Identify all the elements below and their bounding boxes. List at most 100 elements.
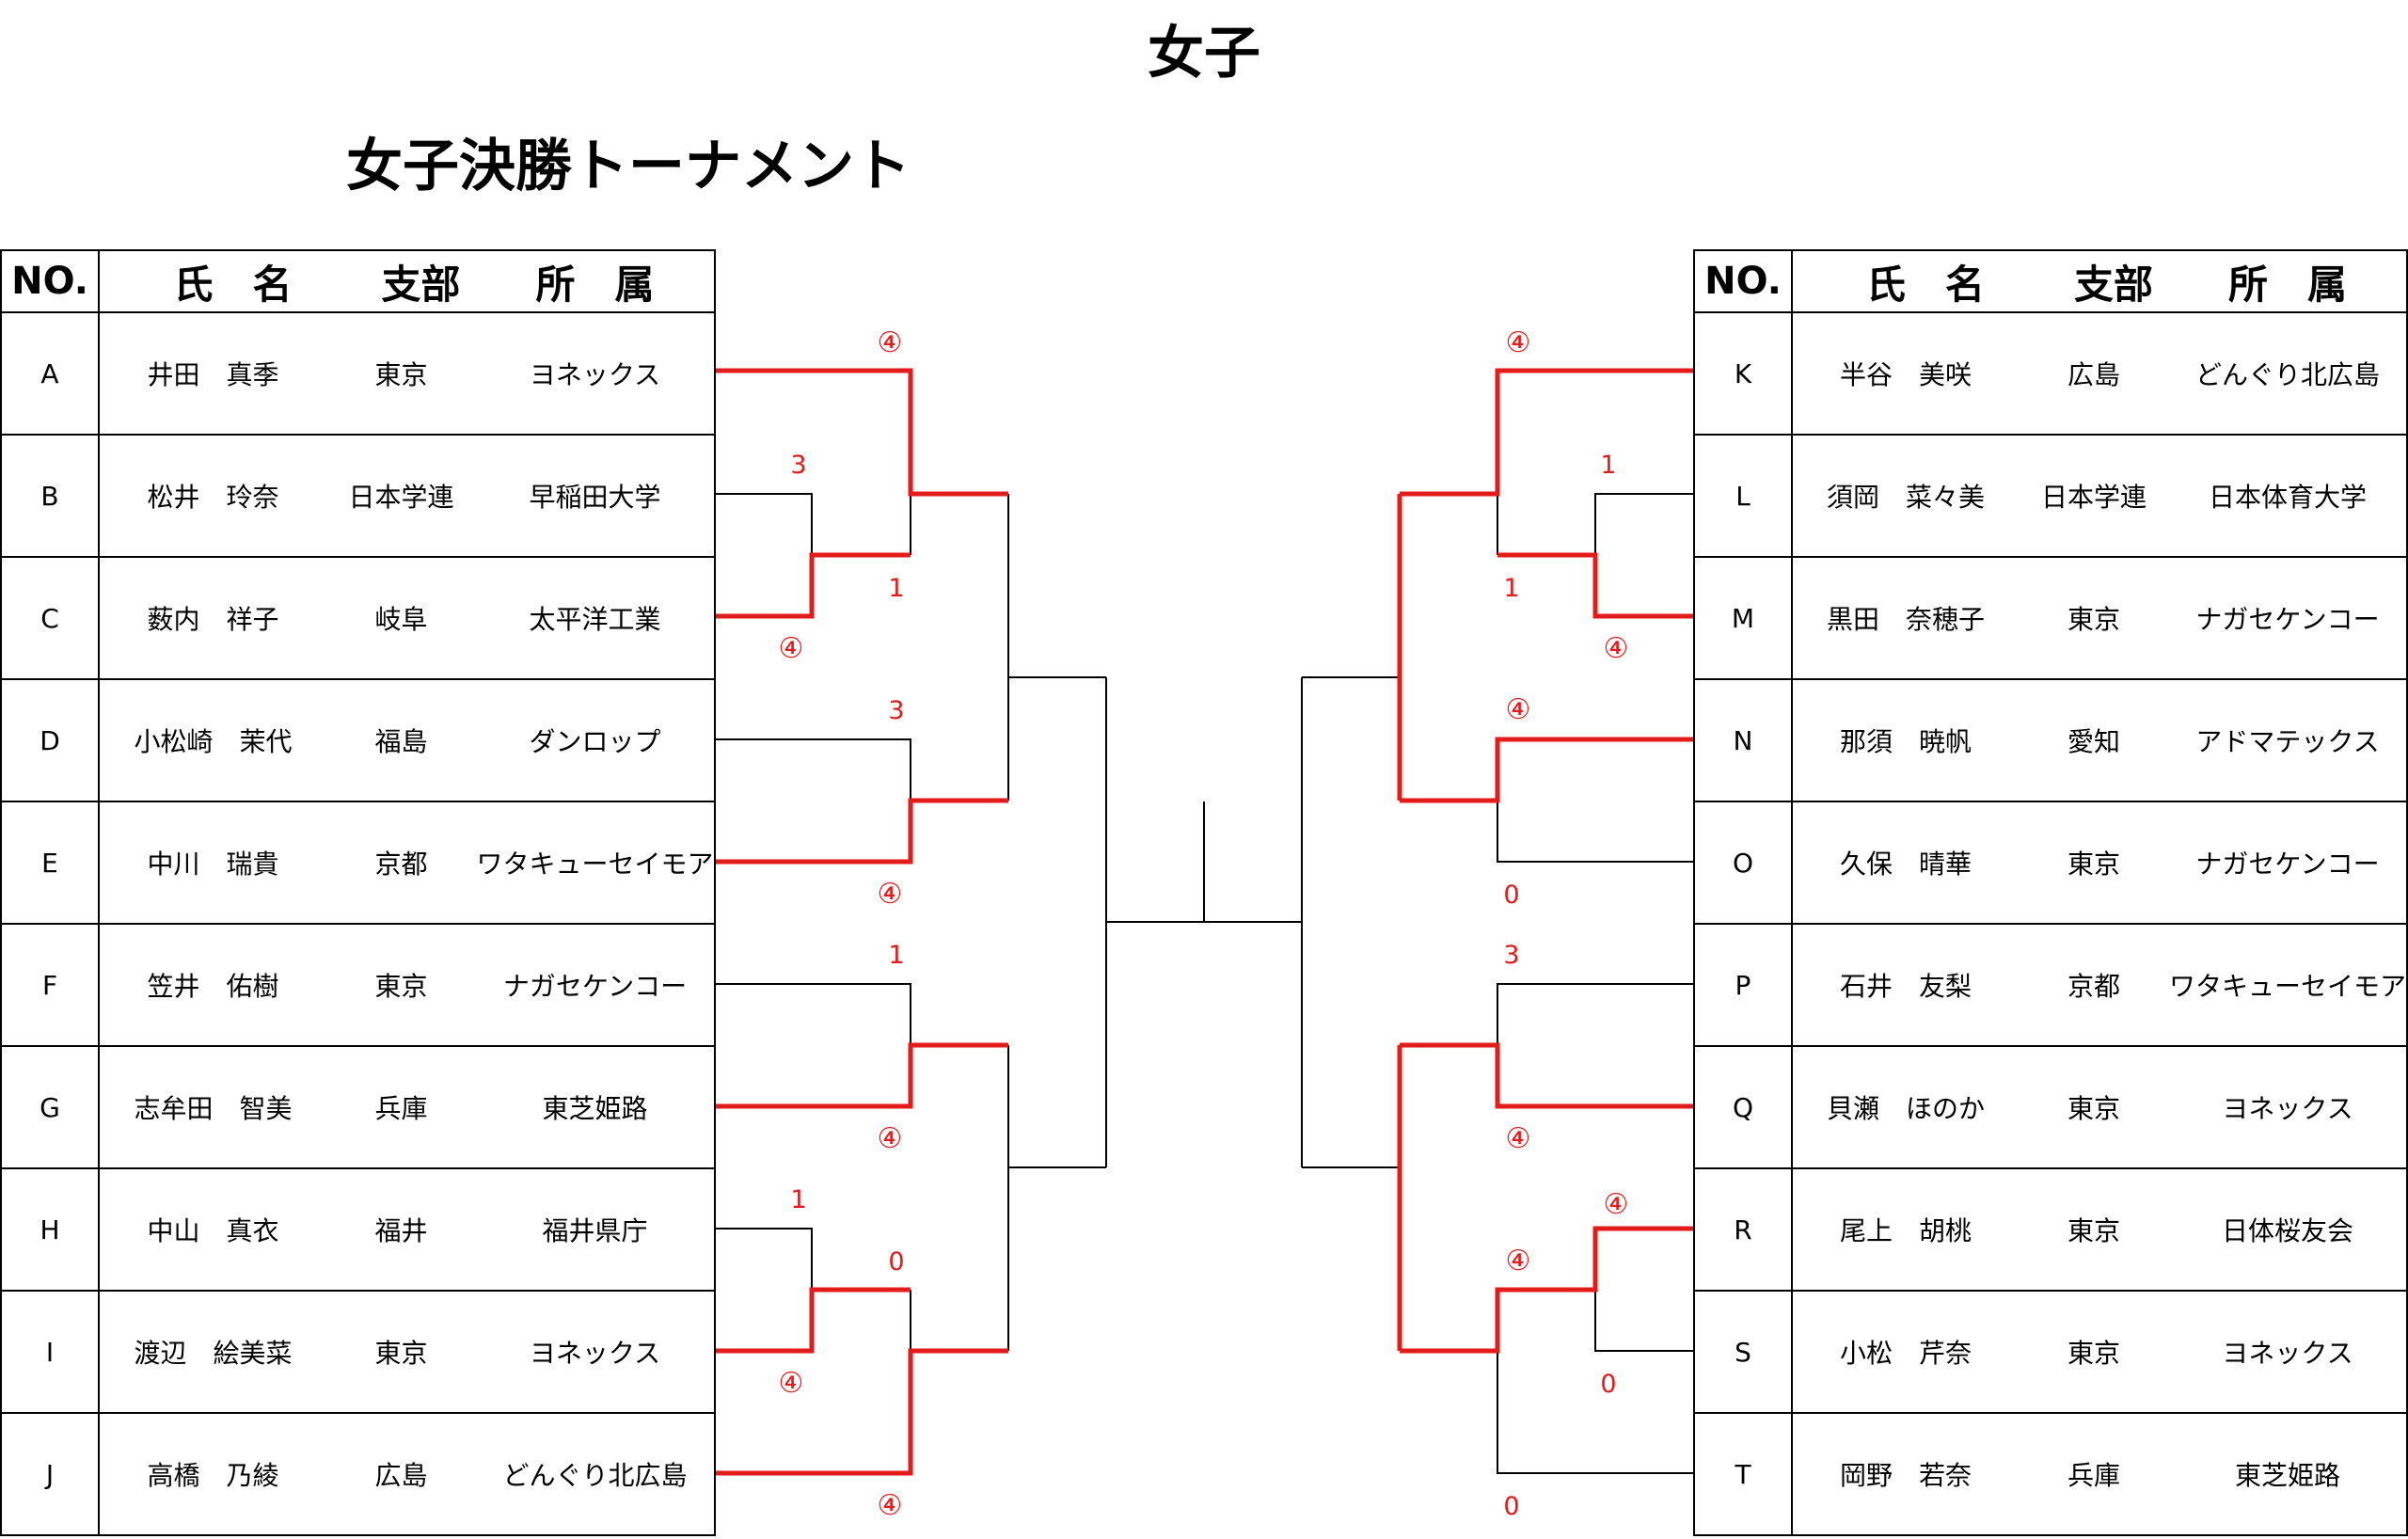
score-right-klm-bottom: 1 <box>1503 574 1519 603</box>
entry-info: 井田 真季東京ヨネックス <box>98 311 716 436</box>
score-left-hi-top: 1 <box>790 1185 806 1214</box>
entry-name: 志牟田 智美 <box>134 1093 293 1124</box>
entry-no: B <box>0 434 100 558</box>
win-c <box>714 552 911 619</box>
entry-no: E <box>0 801 100 925</box>
entry-affiliation: 日本体育大学 <box>2208 482 2367 513</box>
bracket-lines-plain <box>714 371 1693 1474</box>
line-f <box>714 983 911 1045</box>
entry-affiliation: 日体桜友会 <box>2221 1215 2353 1246</box>
entry-affiliation: ヨネックス <box>529 1338 661 1369</box>
entry-dept: 広島 <box>374 1460 428 1491</box>
table-header: NO. 氏 名支部所 属 <box>1693 249 2408 313</box>
entry-info: 尾上 胡桃東京日体桜友会 <box>1791 1167 2408 1292</box>
entry-info: 石井 友梨京都ワタキューセイモア <box>1791 923 2408 1047</box>
score-right-rst-top: ④ <box>1506 1245 1531 1277</box>
entry-info: 貝瀬 ほのか東京ヨネックス <box>1791 1045 2408 1169</box>
line-b <box>714 493 813 555</box>
entry-info: 渡辺 絵美菜東京ヨネックス <box>98 1290 716 1414</box>
score-right-lm-bottom: ④ <box>1604 632 1629 665</box>
entry-affiliation: ワタキューセイモア <box>2169 971 2407 1002</box>
entry-affiliation: ヨネックス <box>2222 1338 2353 1369</box>
entry-affiliation: ヨネックス <box>2222 1093 2353 1124</box>
entry-name: 尾上 胡桃 <box>1839 1215 1972 1246</box>
entry-info: 半谷 美咲広島どんぐり北広島 <box>1791 311 2408 436</box>
score-left-bc-bottom: ④ <box>779 632 804 665</box>
entry-no: T <box>1693 1412 1793 1536</box>
score-left-hi-bottom: ④ <box>779 1367 804 1400</box>
score-labels: 3 ④ ④ 1 3 ④ 1 ④ 1 ④ 0 ④ 1 ④ ④ 1 ④ 0 3 ④ … <box>779 326 1629 1522</box>
entry-info: 松井 玲奈日本学連早稲田大学 <box>98 434 716 558</box>
entry-no: R <box>1693 1167 1793 1292</box>
entry-no: F <box>0 923 100 1047</box>
entry-name: 小松崎 茉代 <box>134 726 293 757</box>
score-left-de-bottom: ④ <box>878 878 903 911</box>
entry-no: P <box>1693 923 1793 1047</box>
entry-name: 岡野 若奈 <box>1839 1460 1972 1491</box>
entry-no: S <box>1693 1290 1793 1414</box>
entry-no: J <box>0 1412 100 1536</box>
entry-info: 高橋 乃綾広島どんぐり北広島 <box>98 1412 716 1536</box>
entry-info: 志牟田 智美兵庫東芝姫路 <box>98 1045 716 1169</box>
entry-no: L <box>1693 434 1793 558</box>
header-name: 氏 名 <box>173 261 293 308</box>
line-p <box>1497 983 1693 1045</box>
entry-name: 井田 真季 <box>147 359 279 390</box>
entry-name: 中山 真衣 <box>147 1215 279 1246</box>
score-left-hij-top: 0 <box>888 1247 904 1277</box>
score-left-fg-top: 1 <box>888 941 904 970</box>
entry-name: 渡辺 絵美菜 <box>134 1338 293 1369</box>
entry-no: D <box>0 678 100 802</box>
entry-dept: 東京 <box>2067 1093 2120 1124</box>
table-header: NO. 氏 名支部所 属 <box>0 249 716 313</box>
entry-dept: 広島 <box>2067 359 2120 390</box>
entry-info: 小松崎 茉代福島ダンロップ <box>98 678 716 802</box>
score-left-de-top: 3 <box>888 696 904 725</box>
line-o <box>1497 801 1693 863</box>
win-n <box>1400 737 1693 803</box>
score-right-rs-bottom: 0 <box>1600 1370 1616 1399</box>
header-name: 氏 名 <box>1865 261 1985 308</box>
entry-dept: 愛知 <box>2067 726 2120 757</box>
win-j <box>714 1348 1008 1476</box>
entry-no: O <box>1693 801 1793 925</box>
entry-info: 笠井 佑樹東京ナガセケンコー <box>98 923 716 1047</box>
score-left-abc-top: ④ <box>878 326 903 359</box>
header-affiliation: 所 属 <box>535 261 655 308</box>
entry-affiliation: どんぐり北広島 <box>2194 359 2380 390</box>
entry-name: 那須 暁帆 <box>1839 726 1972 757</box>
entry-dept: 岐阜 <box>374 604 428 635</box>
entry-no: H <box>0 1167 100 1292</box>
entry-name: 黒田 奈穂子 <box>1826 604 1985 635</box>
entry-dept: 東京 <box>374 971 428 1002</box>
entry-dept: 京都 <box>374 849 428 880</box>
header-main: 氏 名支部所 属 <box>1791 249 2408 313</box>
entry-info: 中山 真衣福井福井県庁 <box>98 1167 716 1292</box>
entry-affiliation: アドマテックス <box>2195 726 2380 757</box>
entry-affiliation: ヨネックス <box>529 359 661 390</box>
tournament-title: 女子決勝トーナメント <box>346 134 911 199</box>
score-right-klm-top: ④ <box>1506 326 1531 359</box>
win-a <box>714 368 1008 497</box>
score-right-no-top: ④ <box>1506 693 1531 726</box>
entry-dept: 日本学連 <box>2040 482 2147 513</box>
score-right-pq-top: 3 <box>1503 941 1519 970</box>
entry-name: 小松 芹奈 <box>1839 1338 1972 1369</box>
win-r <box>1400 1226 1693 1354</box>
entry-info: 那須 暁帆 愛知 アドマテックス <box>1791 678 2408 802</box>
header-dept: 支部 <box>381 261 461 308</box>
entry-info: 黒田 奈穂子東京ナガセケンコー <box>1791 556 2408 680</box>
